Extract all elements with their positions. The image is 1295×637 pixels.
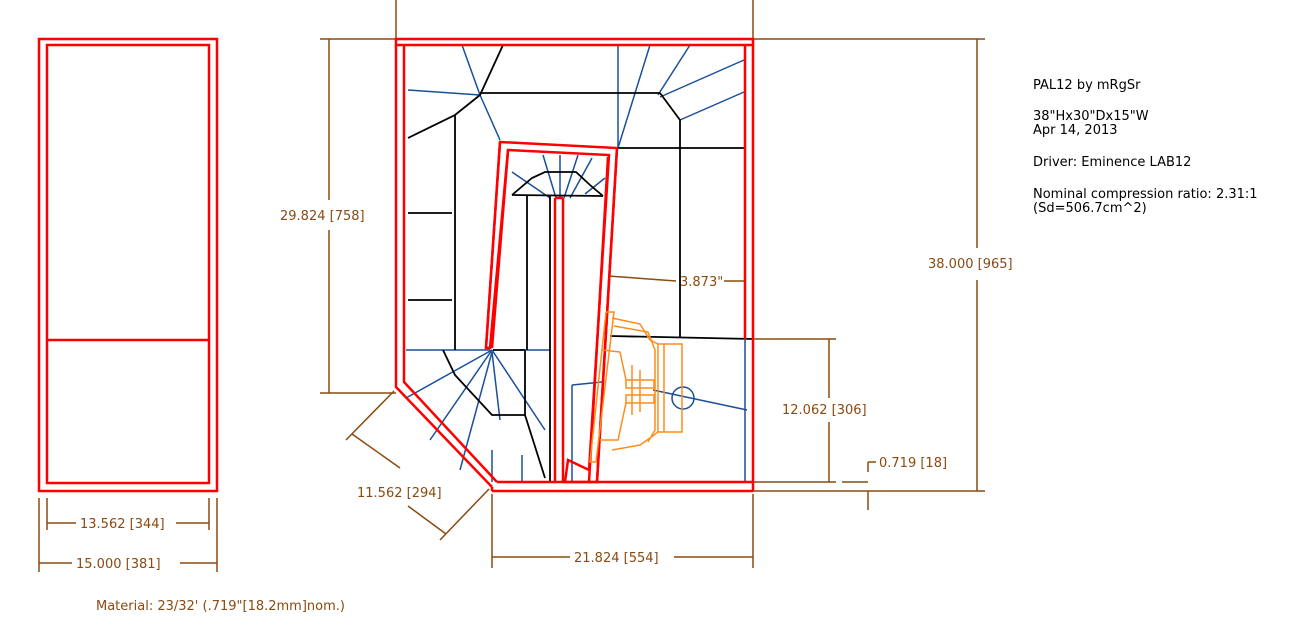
front-inner-width-label: 13.562 [344] (80, 517, 165, 532)
material-note: Material: 23/32' (.719"[18.2mm]nom.) (96, 599, 345, 614)
title-note: PAL12 by mRgSr (1033, 78, 1141, 93)
compression-note: Nominal compression ratio: 2.31:1 (1033, 187, 1258, 202)
front-view (37, 37, 219, 493)
driver-outline (589, 311, 683, 463)
front-outer-width-label: 15.000 [381] (76, 557, 161, 572)
front-inner-panel (45, 43, 211, 485)
size-note: 38"Hx30"Dx15"W (1033, 109, 1149, 124)
path-lines (407, 44, 754, 482)
bottom-width-label: 21.824 [554] (574, 551, 659, 566)
diagonal-label: 11.562 [294] (357, 486, 442, 501)
brace-lines (405, 44, 748, 482)
sd-note: (Sd=506.7cm^2) (1033, 201, 1147, 216)
side-panels (394, 37, 755, 493)
upper-left-height-label: 29.824 [758] (280, 209, 365, 224)
total-height-label: 38.000 [965] (928, 257, 1013, 272)
driver-note: Driver: Eminence LAB12 (1033, 155, 1191, 170)
slot-offset-label: 3.873" (680, 275, 723, 290)
front-dimensions (38, 498, 218, 572)
lower-right-height-label: 12.062 [306] (782, 403, 867, 418)
top-panel (394, 37, 755, 47)
date-note: Apr 14, 2013 (1033, 123, 1118, 138)
port-circle (671, 386, 695, 410)
panel-thickness-label: 0.719 [18] (879, 456, 947, 471)
front-outer-panel (37, 37, 219, 493)
side-dimensions (320, 0, 985, 568)
